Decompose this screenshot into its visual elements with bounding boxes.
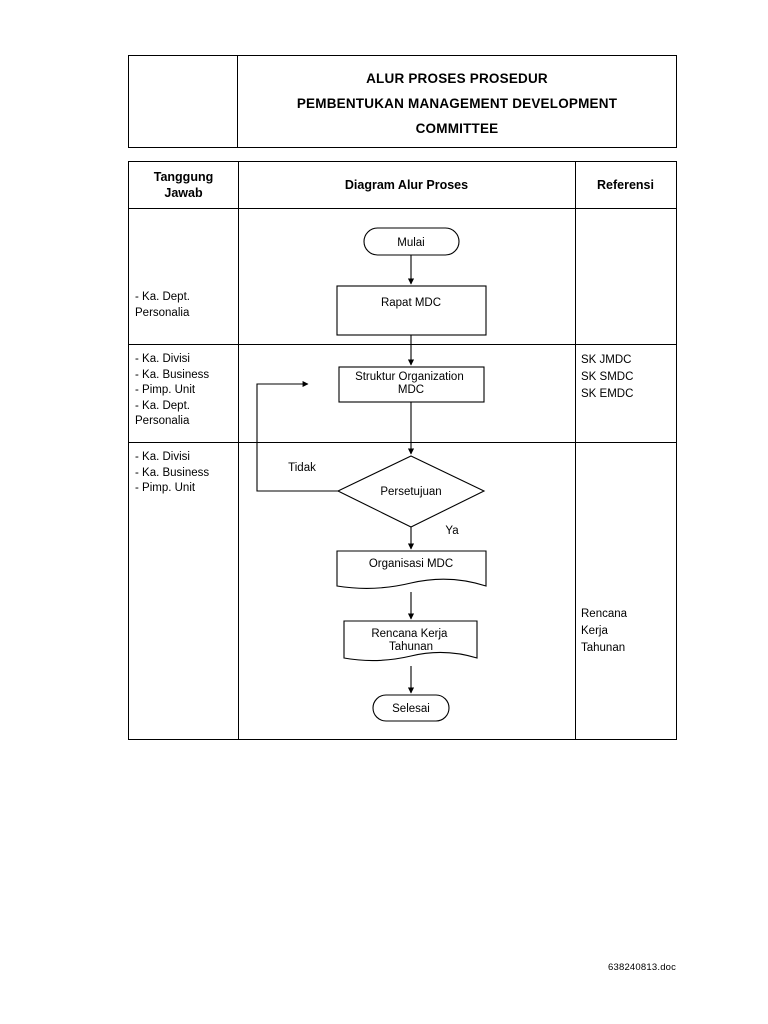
- header-title-cell: ALUR PROSES PROSEDUR PEMBENTUKAN MANAGEM…: [238, 56, 676, 147]
- flow-node-rencana-label-line-1: Rencana Kerja: [371, 628, 448, 640]
- reference-cell-row-3: Rencana Kerja Tahunan: [581, 608, 628, 654]
- responsibility-cell-row-1: - Ka. Dept. Personalia: [135, 291, 190, 319]
- flow-node-organisasi: [336, 550, 487, 589]
- row-divider-2: [129, 442, 676, 443]
- edge-label-ya: Ya: [445, 525, 459, 537]
- connector-keputusan-to-struktur-tidak: [256, 380, 338, 492]
- document-title-line-1: ALUR PROSES PROSEDUR: [366, 71, 548, 86]
- responsibility-cell-row-3: - Ka. Divisi - Ka. Business - Pimp. Unit: [135, 451, 210, 494]
- column-divider-1: [238, 162, 239, 739]
- column-header-tanggung-jawab: Tanggung Jawab: [153, 170, 214, 200]
- flow-node-rencana-label-line-2: Tahunan: [389, 641, 433, 653]
- process-flow-diagram: Mulai Rapat MDC Struktur Organization MD…: [256, 227, 487, 722]
- responsibility-cell-row-2: - Ka. Divisi - Ka. Business - Pimp. Unit…: [135, 353, 210, 427]
- flow-node-rapat-label: Rapat MDC: [381, 297, 441, 309]
- column-header-diagram-alur-proses: Diagram Alur Proses: [344, 178, 469, 192]
- header-logo-cell: [129, 56, 238, 147]
- reference-cell-row-2: SK JMDC SK SMDC SK EMDC: [581, 354, 634, 400]
- flow-node-struktur: [338, 366, 485, 403]
- procedure-table: Tanggung Jawab Diagram Alur Proses Refer…: [128, 161, 677, 740]
- flow-node-start: [363, 227, 460, 256]
- flow-node-start-label: Mulai: [397, 237, 424, 249]
- flow-node-struktur-label: Struktur Organization MDC: [355, 371, 467, 396]
- footer-filename: 638240813.doc: [608, 962, 677, 973]
- flow-node-rencana-label: Rencana Kerja Tahunan: [371, 628, 450, 653]
- flow-node-keputusan-label: Persetujuan: [380, 486, 441, 498]
- document-title-line-2: PEMBENTUKAN MANAGEMENT DEVELOPMENT: [296, 96, 618, 111]
- column-header-referensi: Referensi: [597, 178, 654, 192]
- header-row-divider: [129, 208, 676, 209]
- flow-node-organisasi-label: Organisasi MDC: [369, 558, 453, 570]
- flow-node-rencana: [343, 620, 478, 662]
- document-title-line-3: COMMITTEE: [415, 121, 499, 136]
- flow-node-struktur-label-line-1: Struktur Organization: [355, 371, 464, 383]
- flow-node-end-label: Selesai: [392, 703, 430, 715]
- flow-node-keputusan: [336, 455, 486, 528]
- row-divider-1: [129, 344, 676, 345]
- edge-label-tidak: Tidak: [288, 462, 316, 474]
- flow-node-end: [372, 694, 450, 722]
- header-table: ALUR PROSES PROSEDUR PEMBENTUKAN MANAGEM…: [128, 55, 677, 148]
- flow-node-struktur-label-line-2: MDC: [398, 384, 424, 396]
- flow-node-rapat: [336, 285, 487, 336]
- column-divider-2: [575, 162, 576, 739]
